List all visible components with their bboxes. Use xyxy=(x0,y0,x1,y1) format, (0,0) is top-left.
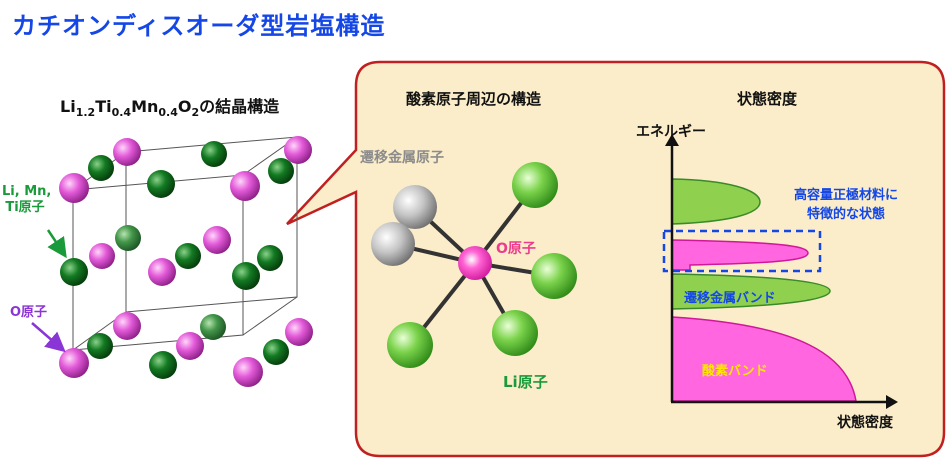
dark-green-atom xyxy=(201,141,227,167)
transition-metal-atom xyxy=(371,222,415,266)
green-atom xyxy=(115,225,141,251)
o-band-label: 酸素バンド xyxy=(702,364,768,379)
oxygen-atom-label: O原子 xyxy=(10,305,48,320)
dark-green-atom xyxy=(263,339,289,365)
dark-green-atom xyxy=(147,170,175,198)
oxygen-atom xyxy=(148,258,176,286)
tm-band-upper xyxy=(671,178,761,225)
oxygen-environment-title: 酸素原子周辺の構造 xyxy=(406,90,542,108)
formula-o-sub: 2 xyxy=(191,106,200,120)
center-oxygen-atom xyxy=(458,246,492,280)
dark-green-atom xyxy=(257,245,283,271)
dark-green-atom xyxy=(87,333,113,359)
dark-green-atom xyxy=(175,243,201,269)
crystal-atoms xyxy=(59,136,313,387)
cation-arrow xyxy=(46,229,67,259)
oxygen-atom xyxy=(176,332,204,360)
oxygen-atom xyxy=(284,136,312,164)
y-axis-arrowhead xyxy=(665,134,679,146)
oxygen-arrow xyxy=(31,322,66,353)
o-band-upper xyxy=(671,239,809,271)
cation-label-line1: Li, Mn, xyxy=(2,184,52,199)
dark-green-atom xyxy=(149,351,177,379)
lithium-atom xyxy=(531,253,577,299)
formula-suffix: の結晶構造 xyxy=(199,97,280,116)
oxygen-environment-atoms xyxy=(371,162,577,368)
oxygen-atom xyxy=(113,312,141,340)
transition-metal-atom xyxy=(393,185,437,229)
cathode-note-line1: 高容量正極材料に xyxy=(793,188,898,203)
dos-x-axis-label: 状態密度 xyxy=(837,415,893,431)
lithium-atom xyxy=(512,162,558,208)
tm-band-label: 遷移金属バンド xyxy=(684,291,776,306)
oxygen-atom xyxy=(285,318,313,346)
highlight-box xyxy=(662,229,822,273)
tm-band-lower xyxy=(671,273,831,310)
lithium-atom xyxy=(387,322,433,368)
dos-chart xyxy=(662,134,898,409)
cation-label-line2: Ti原子 xyxy=(5,200,45,215)
page-title: カチオンディスオーダ型岩塩構造 xyxy=(12,12,386,40)
center-oxygen-label: O原子 xyxy=(496,241,536,257)
lithium-atom xyxy=(492,310,538,356)
oxygen-atom xyxy=(59,173,89,203)
dark-green-atom xyxy=(232,262,260,290)
oxygen-atom xyxy=(59,348,89,378)
oxygen-atom xyxy=(233,357,263,387)
oxygen-atom xyxy=(203,226,231,254)
dos-title: 状態密度 xyxy=(737,90,798,108)
dark-green-atom xyxy=(60,258,88,286)
o-band-lower xyxy=(671,316,857,402)
formula-li: Li xyxy=(60,97,76,116)
dark-green-atom xyxy=(268,158,294,184)
lithium-label: Li原子 xyxy=(503,373,548,391)
formula-mn-sub: 0.4 xyxy=(158,106,178,120)
oxygen-atom xyxy=(230,171,260,201)
crystal-formula: Li1.2Ti0.4Mn0.4O2の結晶構造 xyxy=(60,93,279,119)
transition-metal-label: 遷移金属原子 xyxy=(360,150,444,166)
green-atom xyxy=(200,314,226,340)
formula-ti: Ti xyxy=(95,97,112,116)
formula-mn: Mn xyxy=(131,97,159,116)
x-axis-arrowhead xyxy=(886,395,898,409)
formula-o: O xyxy=(177,97,192,116)
oxygen-atom xyxy=(89,243,115,269)
dos-y-axis-label: エネルギー xyxy=(636,124,706,140)
cation-atom-label: Li, Mn, Ti原子 xyxy=(2,184,52,216)
dark-green-atom xyxy=(88,155,114,181)
formula-ti-sub: 0.4 xyxy=(111,106,132,120)
cathode-note: 高容量正極材料に 特徴的な状態 xyxy=(746,186,946,224)
oxygen-atom xyxy=(113,138,141,166)
formula-li-sub: 1.2 xyxy=(75,106,96,120)
cathode-note-line2: 特徴的な状態 xyxy=(806,207,885,222)
